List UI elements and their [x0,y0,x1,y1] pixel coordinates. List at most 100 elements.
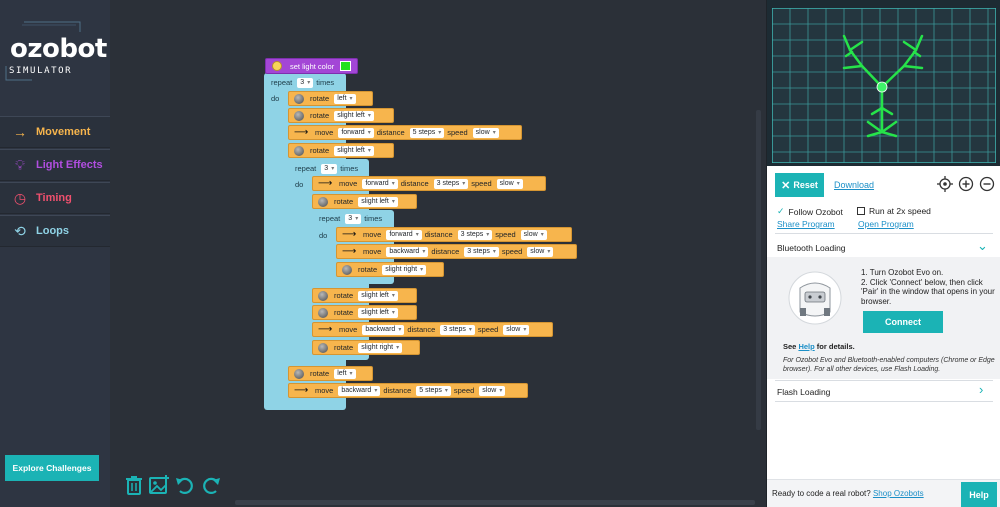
run2x-label: Run at 2x speed [869,206,931,216]
speed-dropdown[interactable]: slow [520,229,547,240]
distance-dropdown[interactable]: 3 steps [433,178,469,189]
chevron-right-icon[interactable]: › [979,382,984,397]
horizontal-scrollbar[interactable] [235,500,755,505]
repeat-count-field[interactable]: 3 [321,163,338,174]
category-movement[interactable]: → Movement [0,116,110,148]
undo-icon[interactable] [174,474,196,496]
rotate-block[interactable]: rotate slight right [336,262,444,277]
rotate-block[interactable]: rotate slight left [288,143,394,158]
rotate-block[interactable]: rotate slight left [312,305,417,320]
target-icon[interactable] [937,176,953,192]
connect-button[interactable]: Connect [863,311,943,333]
run-2x-option[interactable]: Run at 2x speed [857,206,931,216]
move-block[interactable]: ⟶ move backward distance 3 steps speed s… [312,322,553,337]
arrow-right-icon: ⟶ [342,228,357,240]
move-block[interactable]: ⟶ move forward distance 3 steps speed sl… [336,227,572,242]
chevron-down-icon[interactable]: ⌄ [977,238,988,253]
rotate-block[interactable]: rotate slight right [312,340,420,355]
direction-dropdown[interactable]: slight right [358,342,403,353]
ozobot-evo-image [788,271,842,325]
direction-dropdown[interactable]: forward [362,178,398,189]
repeat-keyword: repeat [271,78,293,87]
times-keyword: times [364,214,383,223]
direction-dropdown[interactable]: slight left [358,290,398,301]
reset-label: Reset [793,180,818,190]
follow-ozobot-option[interactable]: ✓ Follow Ozobot [777,206,843,217]
direction-dropdown[interactable]: left [334,93,356,104]
download-link[interactable]: Download [834,180,875,190]
arrow-right-icon: → [13,124,27,140]
simulator-canvas[interactable] [767,0,1000,166]
rotate-block[interactable]: rotate left [288,366,373,381]
code-workspace[interactable]: set light color repeat 3 times do rotate… [110,0,766,507]
vertical-scrollbar[interactable] [756,110,761,430]
arrow-right-icon: ⟶ [294,384,309,396]
speed-dropdown[interactable]: slow [496,178,523,189]
direction-dropdown[interactable]: forward [338,127,374,138]
simulator-grid[interactable] [772,8,996,163]
arrow-right-icon: ⟶ [318,177,333,189]
distance-dropdown[interactable]: 5 steps [409,127,445,138]
direction-dropdown[interactable]: left [334,368,356,379]
direction-dropdown[interactable]: backward [386,246,429,257]
distance-dropdown[interactable]: 3 steps [457,229,493,240]
distance-keyword: distance [400,179,429,188]
shop-ozobots-link[interactable]: Shop Ozobots [872,489,924,498]
trash-icon[interactable] [123,474,145,496]
inner-repeat-header: repeat 3 times [319,212,382,225]
category-light-effects[interactable]: 💡︎ Light Effects [0,149,110,181]
distance-keyword: distance [407,325,436,334]
bluetooth-loading-header[interactable]: Bluetooth Loading [777,243,846,253]
rotate-block[interactable]: rotate slight left [312,194,417,209]
direction-dropdown[interactable]: slight left [358,196,398,207]
direction-dropdown[interactable]: slight left [334,110,374,121]
distance-dropdown[interactable]: 5 steps [416,385,451,396]
light-color-swatch[interactable] [340,61,352,71]
reset-button[interactable]: ✕ Reset [775,173,824,197]
direction-dropdown[interactable]: backward [362,324,405,335]
checkmark-icon: ✓ [777,206,785,216]
rotate-keyword: rotate [334,291,354,300]
help-link[interactable]: Help [798,342,815,351]
help-button[interactable]: Help [961,482,997,507]
zoom-out-icon[interactable] [979,176,995,192]
category-timing[interactable]: ◷ Timing [0,182,110,214]
distance-dropdown[interactable]: 3 steps [464,246,499,257]
direction-dropdown[interactable]: backward [338,385,381,396]
move-block[interactable]: ⟶ move backward distance 3 steps speed s… [336,244,577,259]
redo-icon[interactable] [200,474,222,496]
speed-dropdown[interactable]: slow [472,127,499,138]
speed-dropdown[interactable]: slow [527,246,554,257]
direction-dropdown[interactable]: slight right [382,264,427,275]
speed-dropdown[interactable]: slow [479,385,506,396]
panel-footer: Ready to code a real robot? Shop Ozobots… [767,479,1000,507]
rotate-block[interactable]: rotate slight left [288,108,394,123]
do-label: do [319,231,328,240]
bluetooth-note: For Ozobot Evo and Bluetooth-enabled com… [783,357,995,373]
zoom-in-icon[interactable] [958,176,974,192]
set-light-color-block[interactable]: set light color [265,58,358,74]
distance-keyword: distance [424,230,453,239]
move-block[interactable]: ⟶ move backward distance 5 steps speed s… [288,383,528,398]
direction-dropdown[interactable]: slight left [334,145,374,156]
repeat-count-field[interactable]: 3 [297,77,314,88]
move-block[interactable]: ⟶ move forward distance 5 steps speed sl… [288,125,522,140]
distance-dropdown[interactable]: 3 steps [440,324,475,335]
category-loops[interactable]: ⟲ Loops [0,215,110,247]
checkbox-icon[interactable] [857,207,865,215]
middle-repeat-header: repeat 3 times [295,162,358,175]
explore-challenges-button[interactable]: Explore Challenges [5,455,99,481]
move-block[interactable]: ⟶ move forward distance 3 steps speed sl… [312,176,546,191]
direction-dropdown[interactable]: slight left [358,307,398,318]
share-program-link[interactable]: Share Program [777,219,835,229]
speed-keyword: speed [453,386,475,395]
rotate-block[interactable]: rotate left [288,91,373,106]
direction-dropdown[interactable]: forward [386,229,422,240]
add-image-icon[interactable] [148,474,170,496]
flash-loading-header[interactable]: Flash Loading [777,387,831,397]
move-keyword: move [339,325,358,334]
speed-dropdown[interactable]: slow [503,324,530,335]
repeat-count-field[interactable]: 3 [345,213,362,224]
rotate-block[interactable]: rotate slight left [312,288,417,303]
open-program-link[interactable]: Open Program [858,219,914,229]
